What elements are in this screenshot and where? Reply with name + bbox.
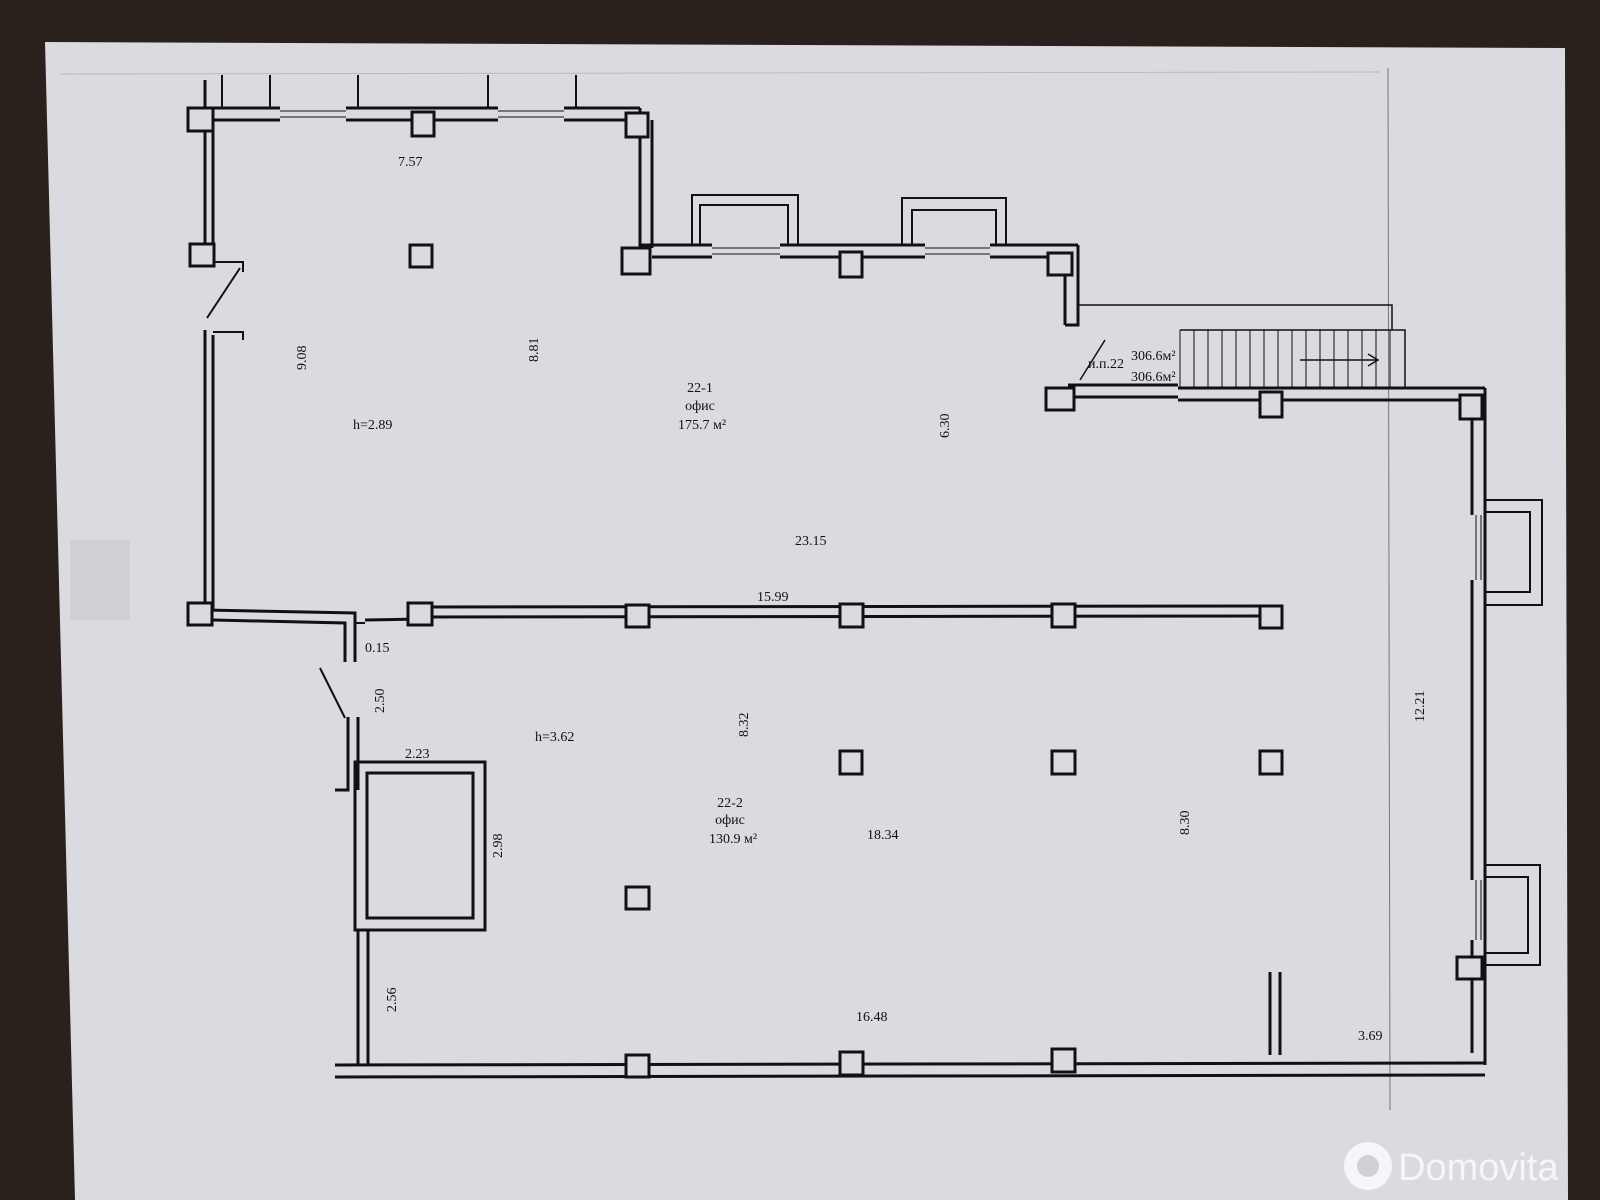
wall-lower-left-2 [356,930,370,1065]
domovita-logo-icon-hole [1357,1155,1379,1177]
column [838,1050,865,1077]
guide-line [59,71,1381,75]
dimension-label: 9.08 [295,346,310,371]
column [624,1053,651,1079]
dimension-label: 12.21 [1413,691,1428,723]
guide-line [1387,67,1391,1111]
column [624,111,650,139]
wall-right [1470,388,1487,1065]
paper-sheet [45,42,1568,1200]
room-1-area: 175.7 м² [678,418,726,433]
wall-top-stubs [221,75,577,108]
column [838,602,865,629]
dimension-label: 6.30 [938,414,953,439]
column [1044,386,1076,412]
right-window-lines [1475,515,1482,940]
stair-area-bottom: 306.6м² [1131,370,1176,385]
room-1-type: офис [685,399,715,414]
dimension-label: 23.15 [795,534,827,549]
column [186,601,214,627]
room-2-area: 130.9 м² [709,832,757,847]
column [1050,602,1077,629]
wall-bottom [334,1061,1486,1079]
wall-lower-left [335,717,360,792]
wall-top-2-window-lines [712,247,990,255]
dimension-label: 8.32 [737,713,752,738]
dimension-label: 8.30 [1178,811,1193,836]
dimension-label: 16.48 [856,1010,888,1025]
column [838,749,864,776]
door-lower [319,667,346,719]
stair-label: и.п.22 [1088,357,1124,372]
wall-shaft-inner [365,771,475,920]
column [188,242,216,268]
column [1258,749,1284,776]
room-2-type: офис [715,813,745,828]
column [1258,390,1284,419]
column [624,603,651,629]
column [1050,749,1077,776]
column [1050,1047,1077,1074]
stair-landing [1078,304,1406,388]
column [1258,604,1284,630]
room-2-number: 22-2 [717,796,743,811]
wall-divider [204,604,1281,662]
wall-upper-right [1068,383,1485,402]
dimension-label: 3.69 [1358,1029,1383,1044]
right-bay-2 [1485,864,1541,966]
dimension-label: 2.50 [373,689,388,714]
watermark: Domovita [1344,1142,1559,1190]
column [620,246,652,276]
dimension-label: 7.57 [398,155,423,170]
column [1455,955,1484,981]
stair-arrow [1300,353,1380,367]
dimension-label: 18.34 [867,828,899,843]
wall-top-window-lines [280,110,564,118]
column [1046,251,1074,277]
bay-1 [691,194,799,245]
paper-shadow [70,540,130,620]
right-bay-1 [1485,499,1543,606]
dimension-label: 2.56 [385,988,400,1013]
column [624,885,651,911]
room-1-number: 22-1 [687,381,713,396]
stair-steps [1179,330,1391,388]
column [406,601,434,627]
column [1458,393,1484,421]
column [838,250,864,279]
wall-shaft-outer [353,760,487,932]
door-upper [206,261,244,340]
watermark-text: Domovita [1398,1147,1559,1189]
wall-left-mid [203,330,215,615]
wall-bottom-right-stub [1268,972,1282,1055]
bay-2 [901,197,1007,245]
walls [203,75,1543,1079]
dimension-label: 8.81 [527,338,542,363]
dimension-label: 2.23 [405,747,430,762]
columns [186,106,1484,1079]
stair-area-top: 306.6м² [1131,349,1176,364]
dimension-label: 2.98 [491,834,506,859]
room-2-height: h=3.62 [535,730,574,745]
dimension-label: 15.99 [757,590,789,605]
dimension-label: 0.15 [365,641,390,656]
column [410,110,436,138]
room-1-height: h=2.89 [353,418,392,433]
column [408,243,434,269]
stair-pointer [1079,339,1106,381]
column [186,106,215,133]
